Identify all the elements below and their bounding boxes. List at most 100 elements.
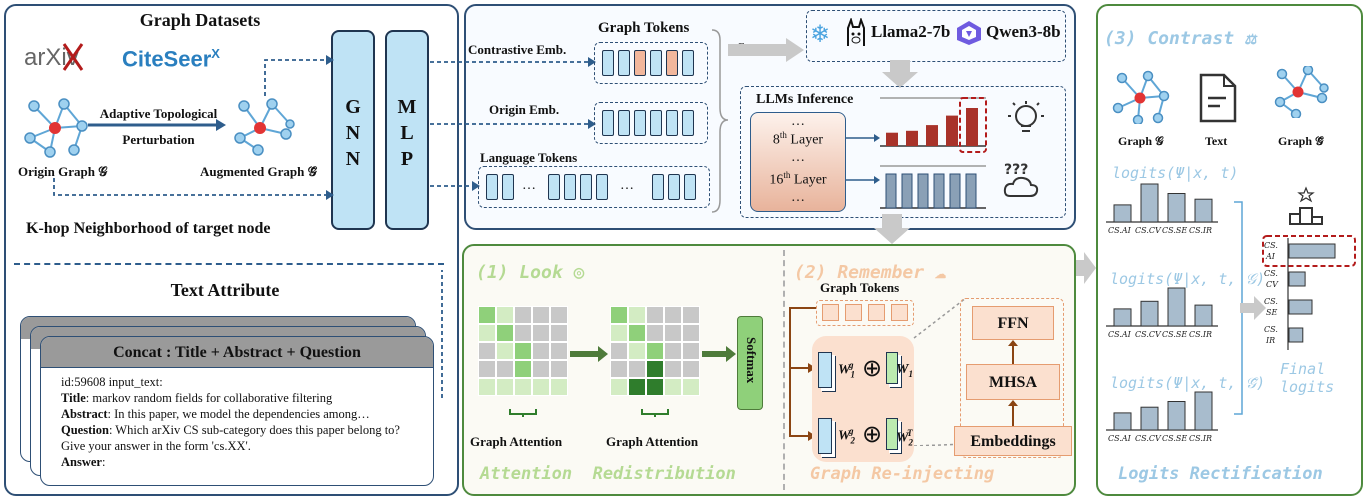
token [548,174,560,200]
layer8-bar [886,132,898,146]
tick-label: CS. [1264,241,1278,250]
token [486,174,498,200]
perturbation-label: Adaptive Topological Perturbation [99,106,218,147]
look-title: (1) Look ◎ [476,262,585,283]
attention-cell [532,342,550,360]
logit-bar [1194,198,1213,223]
graph-label: Graph 𝒢 [1118,134,1164,148]
attention-cell [514,306,532,324]
attention-cell [532,306,550,324]
remember-graph-tokens: Graph Tokens [820,280,900,295]
logit-bar [1113,412,1132,431]
graph-attention-label-1: Graph Attention [470,434,563,449]
attention-cell [532,360,550,378]
augmented-graph-label: Augmented Graph 𝒢̃ [200,164,317,179]
highlight-box [959,97,987,153]
logit-bar [1140,300,1159,327]
attention-cell [646,378,664,396]
contrastive-token-group [594,42,708,84]
layer8-bar [946,115,958,146]
tick-label: CS.SE [1162,226,1187,235]
attention-cell [628,306,646,324]
llm-inference-box [740,86,1066,218]
tick-label: CV [1266,280,1279,289]
attention-cell [682,342,700,360]
down-arrow-llm [882,60,918,88]
token [652,174,664,200]
transformer-arrows [1008,340,1018,426]
logit-label-3: logits(Ψ|x, t, 𝒢̃) [1110,374,1266,392]
augmented-graph-icon [234,98,295,156]
logit-label-2: logits(Ψ|x, t, 𝒢) [1110,270,1266,288]
attention-cell [610,360,628,378]
attention-cell [628,342,646,360]
layer16-bar [965,173,977,209]
arrow-to-contrast [1076,252,1096,284]
tick-label: CS.AI [1108,434,1132,443]
token [682,50,694,76]
tick-label: CS. [1264,269,1278,278]
tick-label: CS.IR [1189,330,1212,339]
concat-header: Concat : Title + Abstract + Question [41,337,433,368]
layer-box [750,112,846,212]
token [666,110,678,136]
attention-cell [514,324,532,342]
concat-brace [711,29,729,213]
attention-cell [532,378,550,396]
token [564,174,576,200]
matrix-icon [818,418,832,454]
svg-text:???: ??? [1004,162,1028,178]
graph-aug-icon-small [1274,66,1329,118]
attention-cell [664,324,682,342]
language-tokens-label: Language Tokens [480,150,578,165]
attention-cell [514,342,532,360]
tick-label: AI [1265,252,1276,261]
layer8-bar [906,130,918,146]
matrix-icon [886,352,898,384]
layer8-bar [926,125,938,146]
remember-title: (2) Remember ☁ [794,262,946,283]
qwen-label: Qwen3-8b [986,22,1061,41]
final-logits-label: Final logits [1280,360,1335,396]
attention-cell [628,378,646,396]
token [634,110,646,136]
graph-datasets-title: Graph Datasets [139,10,261,30]
logit-bar [1167,287,1186,327]
attention-grid-1 [478,306,568,406]
attention-cell [550,360,568,378]
remember-token-group [816,300,914,326]
balance-scale-icon: ⚖ [1244,28,1256,49]
contrast-panel [1096,4,1363,496]
llama-label: Llama2-7b [871,22,951,41]
ellipsis: … [620,178,634,193]
attention-cell [664,306,682,324]
logit-bar [1140,183,1159,223]
tick-label: CS.SE [1162,330,1187,339]
section-divider [14,263,444,265]
matrix-icon [818,352,832,388]
brain-icon: ☁ [934,262,946,283]
text-attribute-title: Text Attribute [170,280,280,300]
contrast-title: (3) Contrast ⚖ [1104,28,1256,49]
target-icon: ◎ [573,262,585,283]
layer-16: 16th Layer [769,170,827,188]
remember-footer: Graph Re-injecting [810,464,995,484]
attention-grid-2 [610,306,700,406]
token [684,174,696,200]
attention-cell [610,324,628,342]
text-card-front: Concat : Title + Abstract + Question id:… [40,336,434,486]
document-icon [1199,73,1237,123]
contrast-footer: Logits Rectification [1118,464,1323,484]
attention-cell [478,324,496,342]
layer-8: 8th Layer [772,130,824,148]
transformer-box [960,298,1064,458]
attention-cell [550,324,568,342]
attention-cell [496,342,514,360]
logit-bar [1194,304,1213,327]
layer16-bar [901,173,913,209]
attention-cell [664,378,682,396]
final-bar [1288,299,1313,315]
text-card-body: id:59608 input_text: Title: markov rando… [61,375,400,469]
logit-bar [1113,204,1132,223]
